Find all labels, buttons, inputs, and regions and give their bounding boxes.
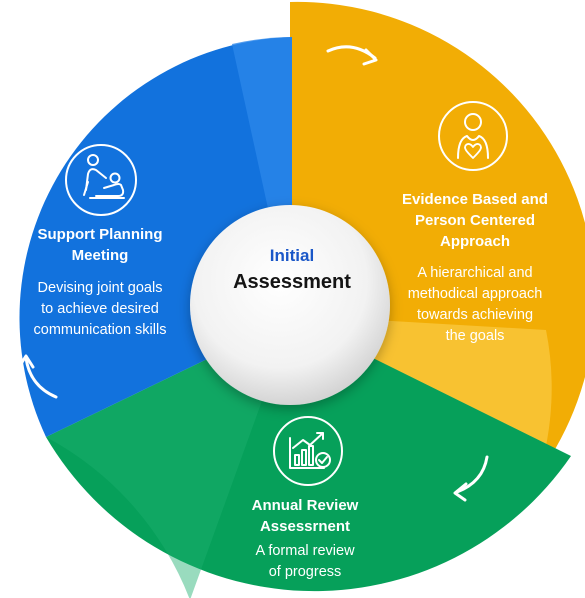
- annual-review-description-line: of progress: [268, 564, 342, 580]
- arrow-left-icon: [17, 354, 58, 399]
- evidence-based-description: A hierarchical and methodical approach t…: [385, 263, 565, 347]
- annual-review-description: A formal review of progress: [215, 541, 395, 583]
- evidence-based-description-line: methodical approach: [407, 286, 543, 302]
- person-heart-icon: [438, 101, 508, 171]
- evidence-based-title: Evidence Based and Person Centered Appro…: [385, 189, 565, 252]
- annual-review-title-line: Assessrnent: [259, 518, 351, 535]
- segment-annual-review-shade: [46, 318, 292, 598]
- support-planning-description: Devising joint goals to achieve desired …: [15, 278, 185, 341]
- annual-review-description-line: A formal review: [255, 543, 355, 559]
- chart-growth-check-icon: [273, 416, 343, 486]
- evidence-based-title-line: Approach: [439, 233, 510, 250]
- support-planning-title-line: Meeting: [71, 247, 129, 264]
- support-planning-description-line: Devising joint goals: [37, 280, 163, 296]
- evidence-based-description-line: A hierarchical and: [417, 265, 533, 281]
- annual-review-title: Annual Review Assessrnent: [215, 495, 395, 537]
- evidence-based-title-line: Evidence Based and: [402, 191, 548, 208]
- center-ball: [190, 205, 390, 405]
- arrow-top-icon: [326, 45, 378, 66]
- support-planning-title-line: Support Planning: [37, 226, 163, 243]
- support-planning-description-line: communication skills: [33, 322, 167, 338]
- center-label: Initial Assessment: [185, 244, 399, 296]
- support-people-icon: [65, 144, 137, 216]
- evidence-based-description-line: the goals: [445, 328, 505, 344]
- center-label-line1: Initial: [269, 246, 315, 265]
- arrow-right-icon: [453, 455, 489, 502]
- evidence-based-title-line: Person Centered: [414, 212, 536, 229]
- center-label-line2: Assessment: [233, 271, 351, 293]
- support-planning-description-line: to achieve desired: [41, 301, 159, 317]
- evidence-based-description-line: towards achieving: [416, 307, 534, 323]
- support-planning-title: Support Planning Meeting: [15, 224, 185, 266]
- annual-review-title-line: Annual Review: [251, 497, 359, 514]
